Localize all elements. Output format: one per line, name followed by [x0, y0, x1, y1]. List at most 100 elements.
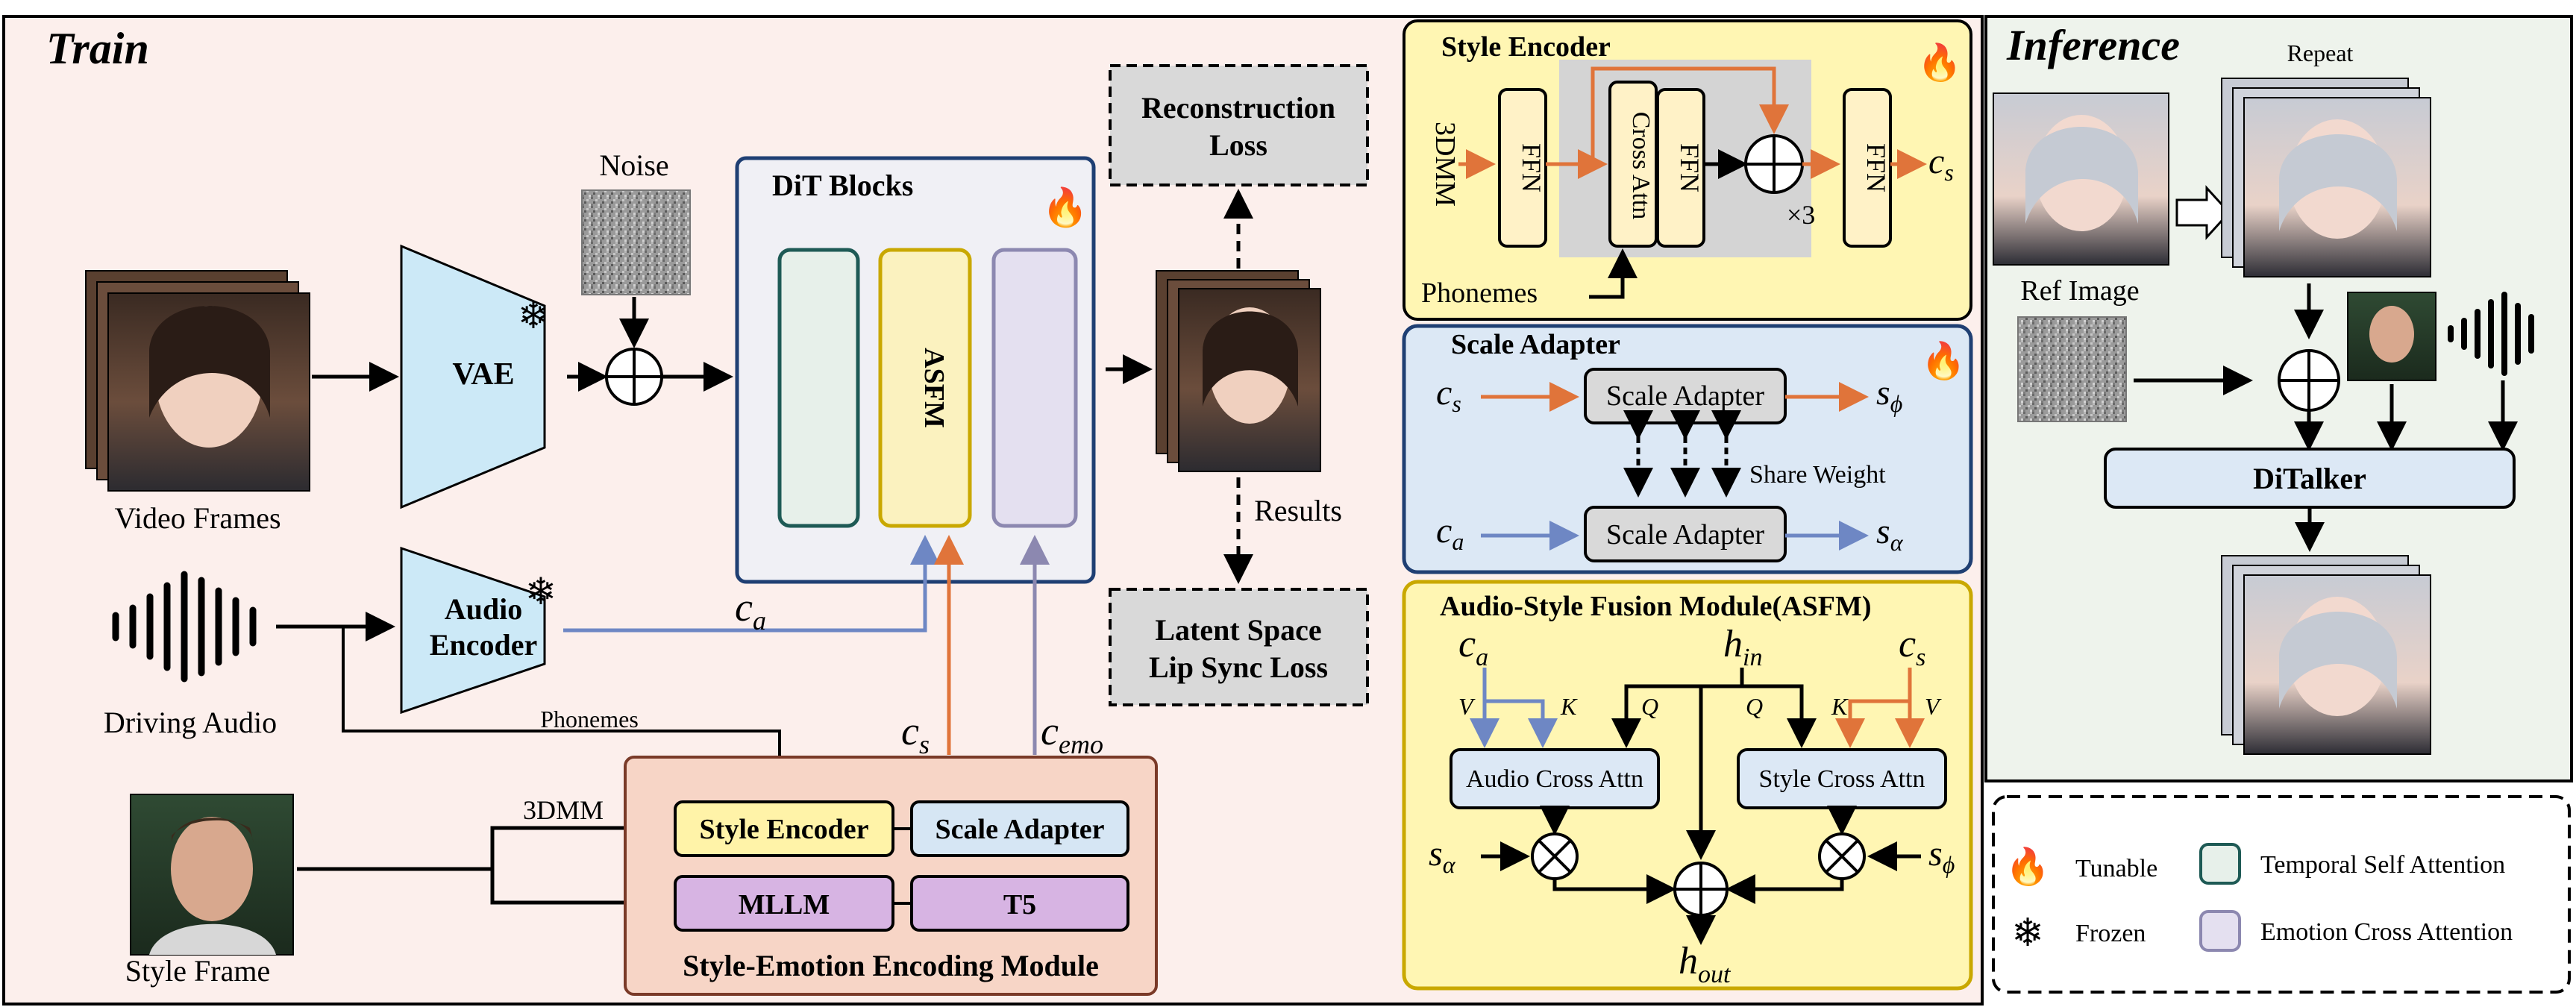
vae-block [400, 244, 546, 509]
style-frame-image [130, 794, 294, 956]
style-cross-attn-label: Style Cross Attn [1759, 765, 1925, 793]
reconstruction-loss-line1: Reconstruction [1141, 91, 1335, 125]
style-frame-label: Style Frame [125, 954, 270, 988]
train-panel-title: Train [46, 24, 149, 73]
reconstruction-loss-box [1109, 64, 1369, 186]
asfm-hout-output: hout [1679, 940, 1732, 988]
results-stack [1156, 270, 1321, 472]
asfm-block-label: ASFM [918, 348, 950, 428]
ffn-block [1498, 88, 1547, 248]
fire-icon: 🔥 [1921, 340, 1966, 381]
repeat-label: Repeat [2287, 40, 2354, 66]
ffn-block-2 [1656, 88, 1705, 248]
audio-encoder-line2: Encoder [430, 628, 537, 662]
share-weight-label: Share Weight [1749, 461, 1886, 489]
reconstruction-loss-line2: Loss [1209, 128, 1267, 162]
t5-label: T5 [1003, 889, 1036, 920]
legend-tunable-label: Tunable [2075, 855, 2157, 882]
ref-image-label: Ref Image [2020, 275, 2139, 307]
t5-block [910, 875, 1129, 932]
asfm-panel [1402, 580, 1973, 991]
scale-adapter-in-cs: cs [1436, 373, 1461, 417]
ffn-label-2: FFN [1675, 143, 1705, 192]
asfm-k-label: K [1560, 693, 1578, 720]
scale-adapter-panel-title: Scale Adapter [1451, 329, 1620, 360]
phonemes-input-label: Phonemes [1421, 277, 1538, 309]
asfm-block [878, 248, 972, 528]
c-a-label: ca [735, 585, 766, 636]
inference-output-stack [2221, 555, 2431, 755]
snowflake-icon: ❄ [2011, 912, 2044, 955]
inference-noise-image [2017, 316, 2127, 422]
asfm-ca-input: ca [1458, 623, 1488, 671]
scale-adapter-button [910, 800, 1129, 857]
asfm-sphi-input: sϕ [1928, 834, 1955, 878]
legend-emotion-label: Emotion Cross Attention [2260, 918, 2513, 946]
mllm-label: MLLM [739, 889, 830, 920]
inference-style-frame [2347, 292, 2436, 381]
scale-adapter-label: Scale Adapter [936, 814, 1105, 845]
ffn-label: FFN [1517, 143, 1546, 192]
legend-frozen-label: Frozen [2075, 920, 2146, 947]
scale-adapter-out-salpha: sα [1876, 512, 1904, 556]
asfm-q-label-style: Q [1746, 693, 1763, 720]
snowflake-icon: ❄ [525, 571, 557, 612]
asfm-k-label-style: K [1831, 693, 1849, 720]
asfm-panel-title: Audio-Style Fusion Module(ASFM) [1440, 591, 1871, 622]
style-encoder-3dmm-input: 3DMM [1429, 122, 1461, 207]
audio-encoder-line1: Audio [445, 592, 523, 626]
inference-panel-title: Inference [2006, 21, 2180, 69]
lipsync-loss-line2: Lip Sync Loss [1149, 650, 1328, 684]
3dmm-label: 3DMM [523, 795, 604, 825]
vae-label: VAE [452, 357, 514, 392]
repeat-count-label: ×3 [1787, 200, 1815, 230]
asfm-cs-input: cs [1899, 623, 1925, 671]
dit-blocks-label: DiT Blocks [772, 169, 913, 202]
audio-encoder-block [400, 546, 546, 715]
emotion-cross-attention-block [991, 248, 1078, 528]
scale-adapter-out-sphi: sϕ [1876, 373, 1902, 417]
fire-icon: 🔥 [2005, 846, 2050, 887]
asfm-q-label-audio: Q [1641, 693, 1658, 720]
snowflake-icon: ❄ [518, 295, 549, 336]
fire-icon: 🔥 [1042, 186, 1088, 228]
legend-box [1992, 795, 2571, 994]
video-frames-label: Video Frames [114, 501, 281, 535]
video-frames-stack [85, 270, 310, 492]
ffn-label-3: FFN [1861, 143, 1891, 192]
repeat-arrow [2175, 185, 2231, 240]
ditalker-label: DiTalker [2253, 462, 2366, 495]
style-encoder-output: cs [1928, 142, 1954, 186]
scale-adapter-top-label: Scale Adapter [1606, 380, 1764, 412]
scale-adapter-in-ca: ca [1436, 511, 1464, 555]
c-emo-label: cemo [1041, 709, 1103, 759]
ffn-block-3 [1843, 88, 1892, 248]
ref-image [1993, 92, 2169, 266]
legend-emotion-swatch [2199, 910, 2241, 952]
legend-temporal-swatch [2199, 843, 2241, 885]
audio-cross-attn-label: Audio Cross Attn [1466, 765, 1643, 793]
scale-adapter-bottom-label: Scale Adapter [1606, 519, 1764, 550]
repeat-stack [2221, 78, 2431, 277]
asfm-v-label-style: V [1925, 693, 1942, 720]
temporal-self-attention-block [777, 248, 860, 528]
noise-label: Noise [599, 148, 668, 182]
asfm-salpha-input: sα [1429, 834, 1456, 878]
lipsync-loss-line1: Latent Space [1155, 613, 1321, 647]
asfm-v-label: V [1458, 693, 1476, 720]
c-s-label: cs [901, 709, 930, 759]
share-weight-arrows [1623, 410, 1741, 498]
style-encoder-label: Style Encoder [700, 814, 869, 845]
cross-attn-label: Cross Attn [1627, 112, 1655, 220]
waveform-icon [112, 571, 257, 683]
inference-waveform-icon [2448, 292, 2534, 376]
asfm-hin-input: hin [1723, 623, 1762, 671]
module-title: Style-Emotion Encoding Module [683, 949, 1099, 982]
lipsync-loss-box [1109, 588, 1369, 706]
driving-audio-label: Driving Audio [104, 706, 277, 739]
fire-icon: 🔥 [1917, 42, 1962, 83]
style-encoder-panel-title: Style Encoder [1441, 31, 1611, 63]
results-label: Results [1254, 494, 1342, 527]
noise-image [581, 189, 691, 295]
